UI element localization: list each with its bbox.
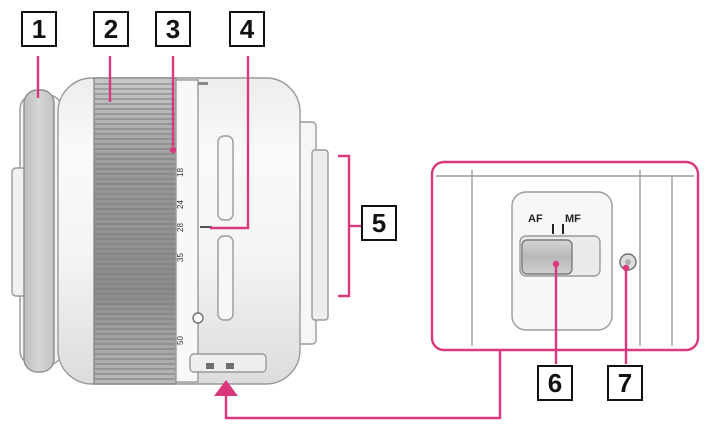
lens-side-view: 50 35 28 24 18 [11, 77, 329, 385]
callout-2: 2 [93, 11, 129, 47]
focus-hold-button-center [625, 259, 631, 265]
svg-text:4: 4 [240, 14, 255, 44]
callout-1: 1 [21, 11, 57, 47]
callout-6: 6 [537, 365, 573, 401]
svg-text:1: 1 [32, 14, 46, 44]
hood-index-ring [23, 89, 55, 373]
focus-mode-switch[interactable] [521, 239, 573, 275]
mount-rim [311, 149, 329, 321]
leader-dot-7 [622, 264, 630, 272]
svg-text:5: 5 [372, 208, 386, 238]
switch-detail-inset: AF MF [430, 160, 700, 364]
zoom-scale-label: 50 [176, 336, 185, 345]
barrel-screw [192, 312, 204, 324]
zoom-scale-collar [175, 79, 199, 383]
af-label: AF [528, 213, 543, 225]
zoom-scale: 50 35 28 24 18 [176, 168, 185, 345]
callout-3: 3 [155, 11, 191, 47]
zoom-scale-label: 28 [176, 223, 185, 232]
leader-dot-3 [169, 146, 177, 154]
zoom-scale-label: 24 [176, 200, 185, 209]
bottom-switch-bump [226, 363, 234, 369]
svg-text:3: 3 [166, 14, 180, 44]
leader-dot-6 [552, 260, 560, 268]
callout-4: 4 [229, 11, 265, 47]
mf-label: MF [565, 213, 581, 225]
leader-line-4 [210, 56, 250, 230]
callout-5: 5 [361, 205, 397, 241]
inset-connector [224, 350, 502, 420]
callout-7: 7 [607, 365, 643, 401]
mount-contacts-bracket [338, 154, 351, 298]
bottom-switch-bump [206, 363, 214, 369]
barrel-window-lower [217, 235, 234, 321]
zoom-scale-label: 35 [176, 253, 185, 262]
svg-text:7: 7 [618, 368, 632, 398]
barrel-window-upper [217, 135, 234, 221]
grip-ridges [95, 83, 175, 380]
top-marker [198, 82, 208, 85]
svg-text:2: 2 [104, 14, 118, 44]
zoom-scale-label: 18 [176, 168, 185, 177]
inset-connector-arrowhead [214, 380, 238, 396]
svg-text:6: 6 [548, 368, 562, 398]
